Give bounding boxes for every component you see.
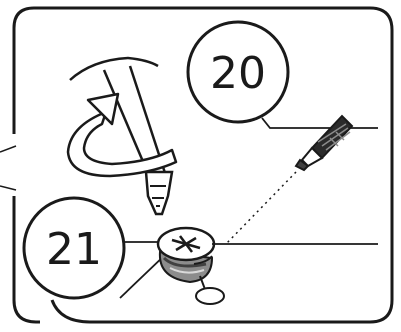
callout-21-label: 21 (46, 224, 102, 275)
screwdriver-icon (102, 65, 174, 216)
leader-line-left-upper (0, 145, 17, 153)
rotate-arrow-icon (66, 92, 178, 178)
cam-lock-icon (156, 226, 216, 284)
detail-panel-frame (12, 6, 394, 324)
dowel-pin-icon (195, 275, 225, 305)
callout-21-lower-leader (119, 253, 167, 299)
callout-21: 21 (22, 196, 126, 300)
callout-20-label: 20 (210, 48, 266, 99)
screw-icon (294, 114, 354, 172)
leader-line-left-lower (0, 185, 17, 191)
callout-20-leader (261, 117, 378, 129)
screwdriver-handle (69, 56, 159, 81)
assembly-path-dotted (225, 171, 297, 245)
panel-frame-lower-left (12, 196, 40, 324)
callout-20: 20 (186, 20, 290, 124)
